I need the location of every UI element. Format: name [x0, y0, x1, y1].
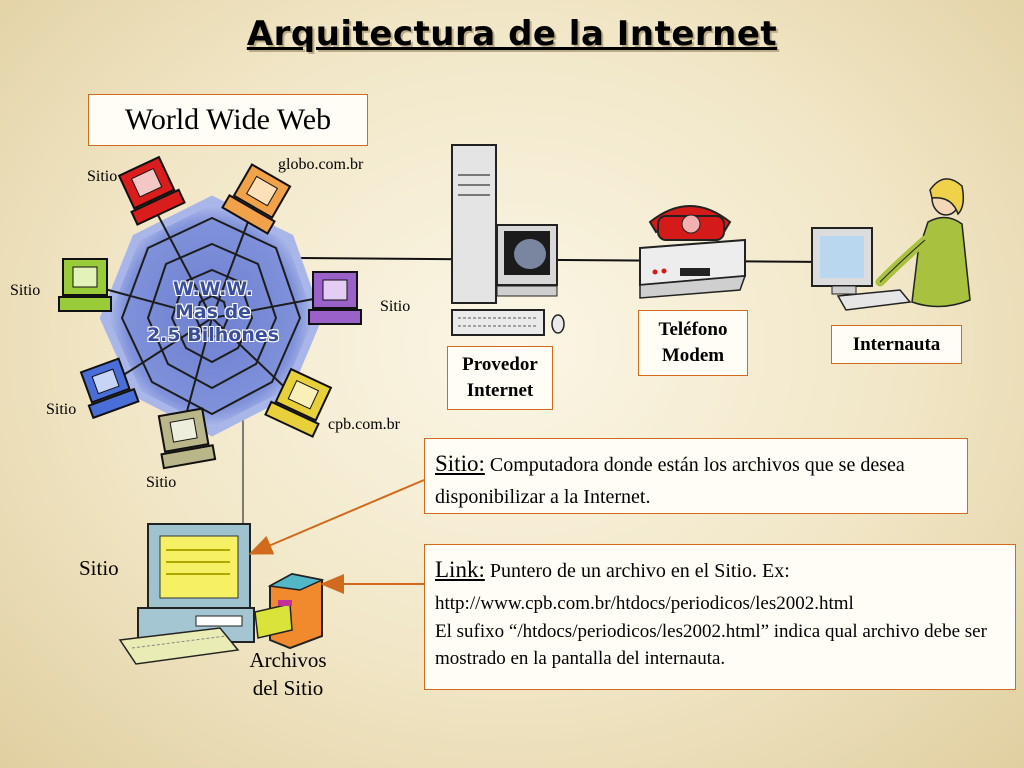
link-definition-text: Puntero de un archivo en el Sitio. Ex: [489, 560, 790, 582]
file-cabinet-icon [254, 572, 325, 650]
telephone-modem-icon [639, 205, 747, 299]
site-files-line2: del Sitio [252, 676, 324, 701]
telefono-label-box: Teléfono Modem [638, 310, 748, 376]
web-computer-lower-right [264, 367, 333, 438]
sitio-pointer-arrow [248, 479, 425, 555]
web-computer-lower-left [79, 357, 140, 420]
telefono-line2: Modem [661, 345, 725, 366]
web-center-line3: 2.5 Bilhones [146, 323, 280, 346]
web-computer-left [58, 258, 112, 312]
bottom-site-label: Sitio [79, 556, 119, 580]
link-definition-url: http://www.cpb.com.br/htdocs/periodicos/… [435, 593, 854, 615]
www-title-box: World Wide Web [88, 94, 368, 146]
server-computer-icon [451, 144, 565, 336]
site-files-line1: Archivos [249, 648, 327, 672]
sitio-definition-text: Computadora donde están los archivos que… [435, 454, 905, 508]
web-center-line1: W.W.W. [173, 278, 253, 300]
bottom-site-computer-icon [118, 523, 255, 665]
network-line [299, 257, 831, 263]
site-label-top-left: Sitio [87, 168, 118, 185]
site-label-cpb: cpb.com.br [328, 416, 400, 433]
site-label-bottom: Sitio [146, 474, 177, 491]
site-label-right: Sitio [380, 298, 411, 315]
sitio-definition-term: Sitio: [435, 451, 485, 476]
web-center-line2: Mas de [174, 300, 252, 323]
web-computer-right [308, 271, 362, 325]
web-computer-top-left [117, 155, 186, 226]
internauta-label-box: Internauta [831, 325, 962, 364]
page-title: Arquitectura de la Internet [246, 14, 778, 54]
site-files-label: Archivos del Sitio [232, 646, 344, 703]
web-center-text: W.W.W. Mas de 2.5 Bilhones [108, 278, 318, 346]
link-definition-box: Link: Puntero de un archivo en el Sitio.… [424, 544, 1016, 690]
telefono-line1: Teléfono [658, 319, 728, 341]
site-label-lower-left: Sitio [46, 401, 77, 418]
web-computer-top-right [221, 163, 292, 235]
site-label-globo: globo.com.br [278, 156, 364, 173]
link-definition-note: El sufixo “/htdocs/periodicos/les2002.ht… [435, 620, 987, 670]
site-label-left: Sitio [10, 282, 41, 299]
link-definition-term: Link: [435, 557, 485, 582]
provedor-label-box: Provedor Internet [447, 346, 553, 410]
sitio-definition-box: Sitio: Computadora donde están los archi… [424, 438, 968, 514]
internauta-user-icon [811, 178, 971, 311]
web-computer-bottom [157, 407, 217, 470]
provedor-line1: Provedor [462, 354, 538, 376]
provedor-line2: Internet [466, 380, 534, 401]
